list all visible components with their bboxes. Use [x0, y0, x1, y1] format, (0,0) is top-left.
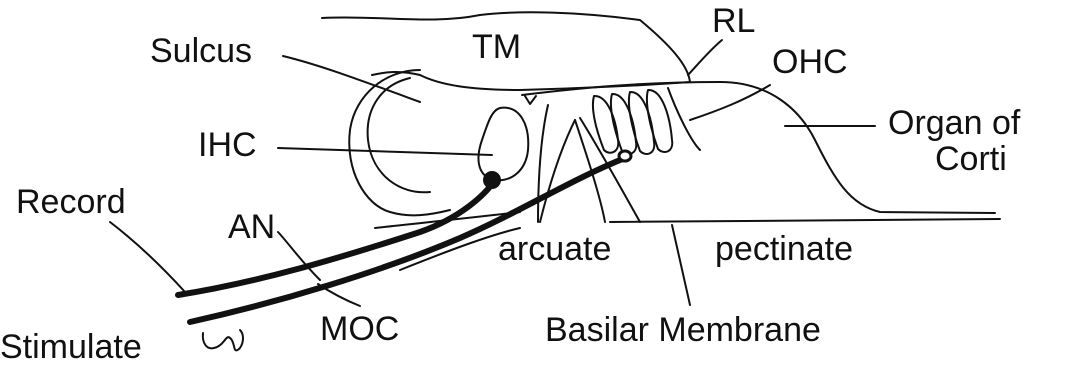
label-sulcus: Sulcus: [150, 34, 252, 68]
arcuate-pillar-2: [580, 118, 640, 222]
label-rl: RL: [712, 4, 755, 38]
basilar-membrane: [610, 219, 1000, 222]
leader-record: [110, 222, 185, 292]
label-organ-line1: Organ of: [888, 106, 1020, 140]
label-organ-line2: Corti: [935, 142, 1007, 176]
leader-sulcus: [283, 56, 420, 102]
label-ihc: IHC: [198, 128, 257, 162]
leader-ohc: [690, 85, 770, 120]
label-an: AN: [228, 210, 275, 244]
leader-ihc: [278, 148, 492, 155]
an-synapse: [484, 172, 500, 188]
inner-hair-cell: [478, 108, 528, 181]
pillar-head: [525, 96, 536, 104]
label-tm: TM: [472, 30, 521, 64]
label-arcuate: arcuate: [498, 232, 611, 266]
moc-terminal: [619, 151, 631, 161]
arcuate-pillar: [540, 120, 575, 222]
leader-rl: [688, 40, 722, 75]
ohc-4: [647, 90, 672, 152]
an-fiber: [178, 180, 495, 295]
label-pectinate: pectinate: [715, 232, 853, 266]
label-basilar-membrane: Basilar Membrane: [545, 313, 821, 347]
label-ohc: OHC: [772, 45, 848, 79]
arcuate-pillar-inner: [538, 105, 548, 222]
stimulate-electrode: [203, 330, 243, 350]
label-record: Record: [16, 185, 126, 219]
leader-basilar: [672, 225, 690, 305]
leader-moc: [318, 284, 360, 306]
inner-sulcus: [349, 70, 450, 215]
label-stimulate: Stimulate: [0, 330, 142, 364]
label-moc: MOC: [320, 312, 399, 346]
